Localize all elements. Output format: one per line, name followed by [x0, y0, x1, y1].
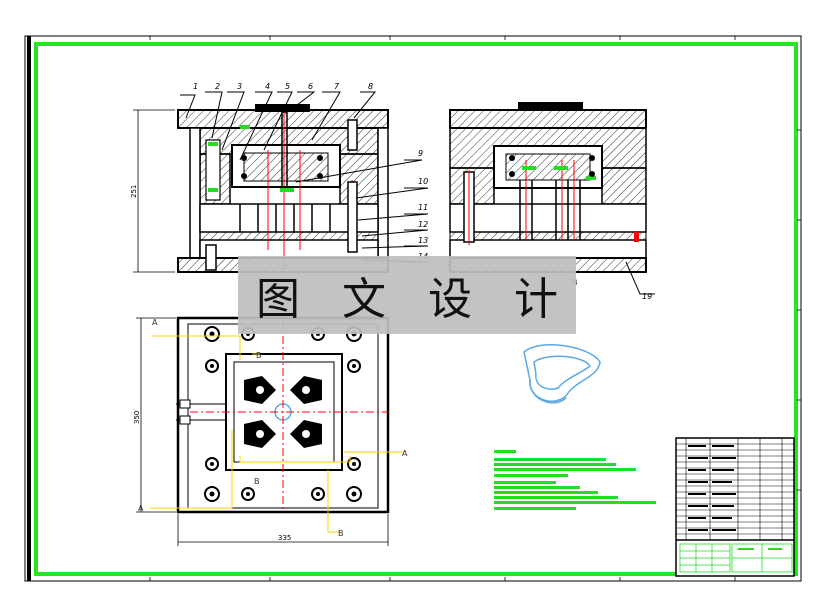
section-mark: A	[152, 318, 158, 327]
part-label: 3	[237, 82, 242, 91]
section-mark: B	[338, 529, 344, 538]
outer-frame	[24, 35, 802, 582]
section-mark: A	[402, 449, 408, 458]
part-label: 7	[334, 82, 340, 91]
watermark-banner: 图 文 设 计	[238, 256, 576, 334]
front-height-dimension: 251	[130, 185, 138, 198]
part-label: 5	[285, 82, 290, 91]
part-label: 8	[368, 82, 373, 91]
part-label: 6	[308, 82, 313, 91]
section-mark: B	[254, 477, 260, 486]
part-label: 10	[418, 177, 428, 186]
side-section-view: 19	[449, 102, 655, 301]
part-label: 2	[215, 82, 220, 91]
frame-ticks	[149, 36, 801, 581]
technical-requirements	[494, 450, 656, 510]
part-label: 9	[418, 149, 423, 158]
part-label: 1	[193, 82, 198, 91]
part-label: 11	[418, 203, 428, 212]
plan-view: A A A B B B B 350 335	[133, 278, 578, 546]
part-label: 12	[418, 220, 428, 229]
part-label: 19	[642, 292, 652, 301]
watermark-text: 图 文 设 计	[256, 274, 572, 325]
part-label: 4	[265, 82, 270, 91]
green-border	[34, 42, 798, 576]
part-label: 13	[418, 236, 428, 245]
part-3d-sketch	[523, 344, 601, 404]
front-section-view: 1 2 3 4 5 6 7 8 9 10 11 12 13 14 251	[130, 82, 428, 273]
title-block	[675, 437, 795, 577]
plan-height-dimension: 350	[133, 411, 141, 424]
section-mark: B	[256, 351, 262, 360]
plan-width-dimension: 335	[278, 534, 291, 542]
